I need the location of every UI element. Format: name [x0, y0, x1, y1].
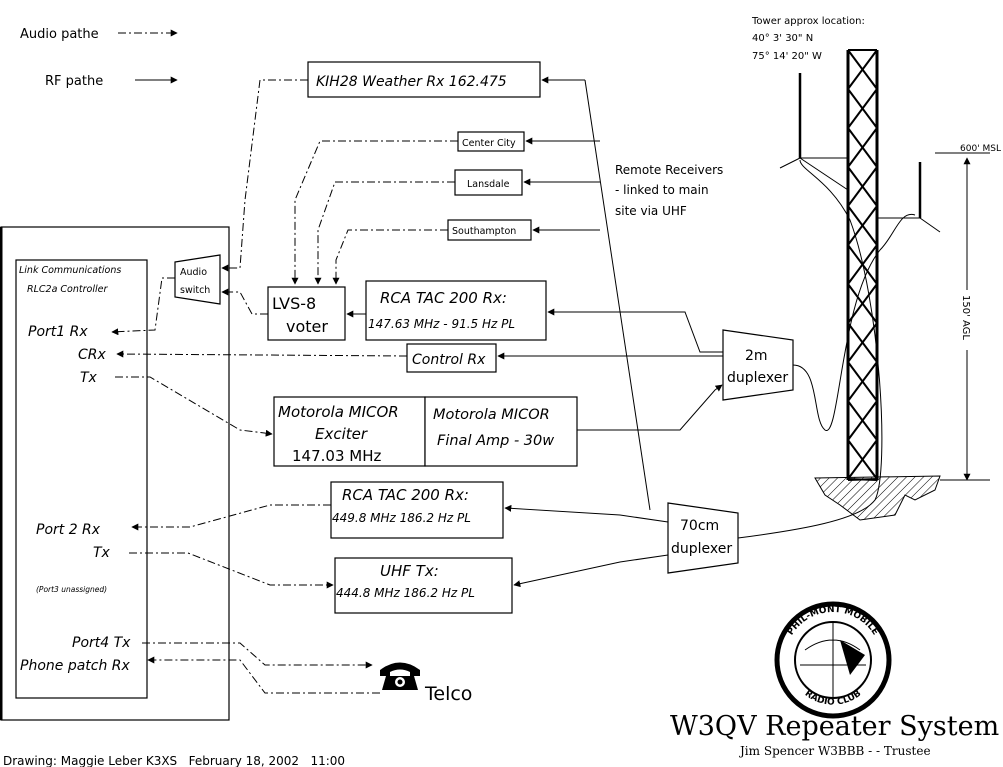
- tower-brace: [847, 439, 878, 480]
- rca-uhf-rx-line1: RCA TAC 200 Rx:: [342, 486, 469, 504]
- agl-label: 150' AGL: [960, 295, 971, 340]
- duplexer-2m-line1: 2m: [745, 348, 768, 364]
- final-amp-line1: Motorola MICOR: [433, 407, 550, 423]
- club-logo: PHIL-MONT MOBILE RADIO CLUB: [774, 601, 892, 719]
- tx2-label: Tx: [93, 545, 111, 561]
- title: W3QV Repeater System: [670, 711, 999, 742]
- controller-inner-box: [15, 259, 148, 699]
- exciter-line2: Exciter: [315, 425, 368, 443]
- rca-2m-rx-line2: 147.63 MHz - 91.5 Hz PL: [368, 317, 515, 331]
- subtitle: Jim Spencer W3BBB - - Trustee: [738, 744, 931, 758]
- tower-brace: [847, 283, 878, 324]
- msl-label: 600' MSL: [960, 144, 1001, 154]
- crx-label: CRx: [78, 347, 107, 363]
- southampton-label: Southampton: [452, 226, 516, 237]
- duplexer-70cm-line2: duplexer: [671, 541, 732, 557]
- duplexer-2m: [722, 329, 794, 401]
- port3-note: (Port3 unassigned): [36, 585, 107, 594]
- tower-brace: [847, 322, 878, 363]
- legend-audio-label: Audio pathe: [20, 27, 99, 42]
- lansdale-label: Lansdale: [467, 179, 510, 190]
- final-amp-box: [424, 396, 578, 467]
- rca-uhf-rx-line2: 449.8 MHz 186.2 Hz PL: [332, 511, 471, 525]
- tower-brace: [847, 361, 878, 402]
- tower-brace: [847, 166, 878, 207]
- duplexer-70cm-line1: 70cm: [680, 518, 719, 534]
- tower-brace: [847, 127, 878, 168]
- audio-switch-line1: Audio: [180, 267, 207, 278]
- tower-brace: [847, 88, 878, 129]
- final-amp-line2: Final Amp - 30w: [437, 433, 554, 449]
- port4-tx-label: Port4 Tx: [72, 635, 131, 651]
- legend-rf-label: RF pathe: [45, 74, 103, 89]
- tower-lon: 75° 14' 20" W: [752, 51, 822, 62]
- remote-note-3: site via UHF: [615, 204, 687, 218]
- audio-switch-line2: switch: [180, 285, 210, 296]
- controller-title-2: RLC2a Controller: [27, 284, 108, 295]
- duplexer-2m-line2: duplexer: [727, 370, 788, 386]
- tower-brace: [847, 244, 878, 285]
- tx1-label: Tx: [80, 370, 98, 386]
- voter-line2: voter: [286, 317, 328, 336]
- rca-2m-rx-box: [365, 280, 547, 341]
- center-city-label: Center City: [462, 138, 516, 149]
- footer: Drawing: Maggie Leber K3XS February 18, …: [3, 754, 345, 767]
- audio-switch: [174, 254, 221, 305]
- telephone-icon: [380, 662, 420, 690]
- controller-title-1: Link Communications: [19, 265, 121, 276]
- port1-rx-label: Port1 Rx: [28, 324, 88, 340]
- rca-uhf-rx-box: [330, 481, 504, 539]
- tower: [846, 49, 879, 481]
- tower-brace: [847, 205, 878, 246]
- port2-rx-label: Port 2 Rx: [36, 522, 101, 538]
- ground: [814, 475, 941, 521]
- duplexer-70cm: [667, 502, 739, 574]
- control-rx-box: [406, 343, 497, 373]
- exciter-line1: Motorola MICOR: [278, 403, 399, 421]
- control-rx-label: Control Rx: [412, 352, 486, 368]
- weather-audio-path: [221, 79, 308, 272]
- exciter-line3: 147.03 MHz: [292, 447, 381, 465]
- uhf-tx-line1: UHF Tx:: [380, 562, 439, 580]
- exciter-box: [273, 396, 426, 467]
- uhf-tx-box: [334, 557, 513, 614]
- remote-note-1: Remote Receivers: [615, 163, 723, 177]
- telco-label: Telco: [424, 683, 472, 705]
- rca-2m-rx-line1: RCA TAC 200 Rx:: [380, 289, 507, 307]
- tower-brace: [847, 400, 878, 441]
- tower-brace: [847, 49, 878, 90]
- weather-rx-label: KIH28 Weather Rx 162.475: [316, 74, 507, 90]
- remote-note-2: - linked to main: [615, 183, 709, 197]
- tower-lat: 40° 3' 30" N: [752, 33, 813, 44]
- weather-rx-box: [307, 61, 541, 98]
- voter-line1: LVS-8: [272, 294, 316, 313]
- uhf-tx-line2: 444.8 MHz 186.2 Hz PL: [336, 586, 475, 600]
- phone-patch-rx-label: Phone patch Rx: [20, 658, 131, 674]
- tower-location-label: Tower approx location:: [751, 16, 865, 27]
